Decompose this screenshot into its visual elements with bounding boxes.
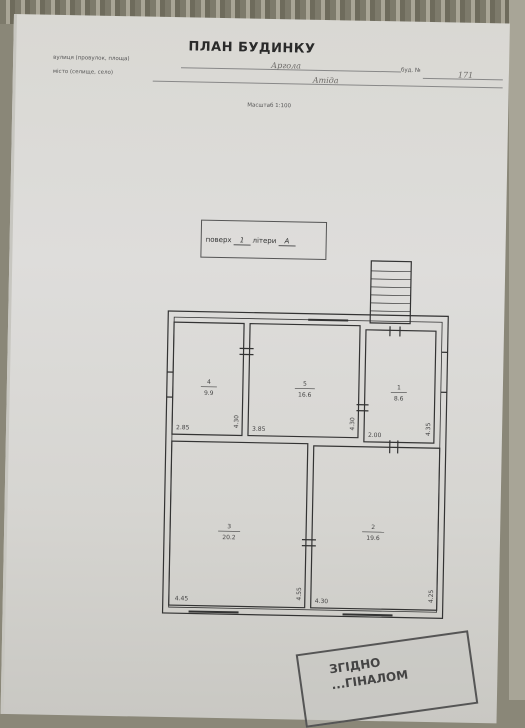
room-2-number: 2: [371, 524, 375, 531]
room-1-area: 8.6: [394, 395, 404, 402]
room-2-height: 4.25: [428, 590, 435, 604]
room-4-number: 4: [207, 379, 211, 386]
stairs: [370, 261, 411, 324]
room-3-outline: [169, 441, 308, 608]
document-sheet: ПЛАН БУДИНКУ вулиця (провулок, площа) Ар…: [1, 14, 510, 723]
room-1-height: 4.35: [425, 422, 432, 436]
room-4-width: 2.85: [176, 424, 190, 431]
room-2-area: 19.6: [366, 535, 380, 542]
room-2-width: 4.30: [315, 598, 329, 605]
room-3-number: 3: [227, 523, 231, 530]
room-1-width: 2.00: [368, 432, 382, 439]
room-3-area: 20.2: [222, 534, 236, 541]
room-5-area: 16.6: [298, 392, 312, 399]
room-1-number: 1: [397, 384, 401, 391]
room-5-width: 3.85: [252, 426, 266, 433]
room-2-outline: [311, 446, 440, 610]
room-4-area: 9.9: [204, 390, 214, 397]
room-3-width: 4.45: [175, 595, 189, 602]
room-4-height: 4.30: [233, 415, 240, 429]
floor-plan: 4 9.9 2.85 4.30 5 16.6 3.85 4.30 1 8.6 2…: [1, 14, 510, 723]
room-5-height: 4.30: [349, 417, 356, 431]
room-5-number: 5: [303, 381, 307, 388]
room-3-height: 4.55: [296, 587, 303, 601]
background-edge: [509, 0, 525, 700]
